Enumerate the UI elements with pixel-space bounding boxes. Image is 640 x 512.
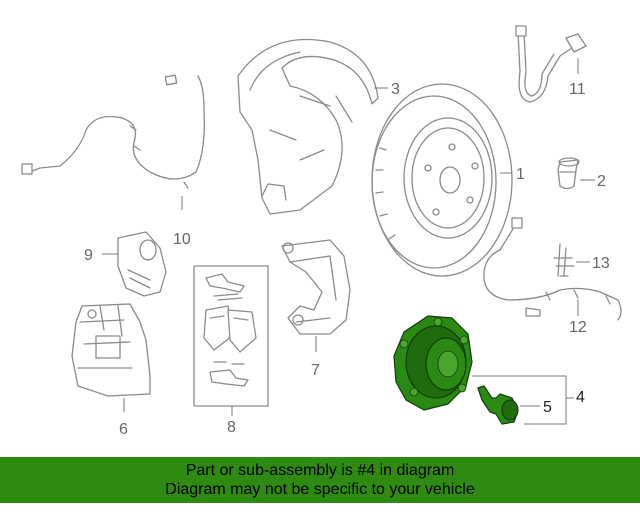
part-hub-bolt-highlighted[interactable]	[477, 385, 519, 425]
callout-label-9: 9	[84, 247, 93, 264]
callout-label-3: 3	[391, 81, 400, 98]
callout-label-4: 4	[576, 389, 585, 406]
fitment-notice-banner: Part or sub-assembly is #4 in diagram Di…	[0, 457, 640, 503]
callout-label-12: 12	[569, 319, 587, 336]
notice-line-part-number: Part or sub-assembly is #4 in diagram	[185, 462, 455, 479]
part-wear-sensor-10[interactable]	[21, 74, 205, 189]
callout-label-11: 11	[569, 81, 586, 98]
callout-label-2: 2	[597, 173, 606, 190]
callout-label-6: 6	[119, 421, 128, 438]
callout-label-5: 5	[543, 399, 552, 416]
part-brake-rotor[interactable]	[371, 83, 513, 277]
callout-label-13: 13	[592, 255, 610, 272]
part-clip-13[interactable]	[553, 243, 575, 277]
callout-label-7: 7	[311, 362, 320, 379]
part-caliper-bracket[interactable]	[281, 239, 351, 335]
part-actuator-motor[interactable]	[117, 231, 167, 297]
part-dust-shield[interactable]	[237, 38, 379, 215]
callout-label-10: 10	[173, 231, 191, 248]
part-sensor-11[interactable]	[515, 25, 587, 103]
callout-label-8: 8	[227, 419, 236, 436]
notice-line-disclaimer: Diagram may not be specific to your vehi…	[165, 481, 475, 498]
part-speed-sensor-12[interactable]	[483, 217, 622, 321]
callout-bracket-4-5	[472, 375, 574, 425]
part-lug-nut[interactable]	[557, 157, 580, 190]
callout-label-1: 1	[516, 166, 525, 183]
part-caliper-housing[interactable]	[71, 303, 151, 397]
part-brake-pad-kit[interactable]	[193, 265, 269, 407]
part-hub-bearing-highlighted[interactable]	[393, 315, 473, 411]
